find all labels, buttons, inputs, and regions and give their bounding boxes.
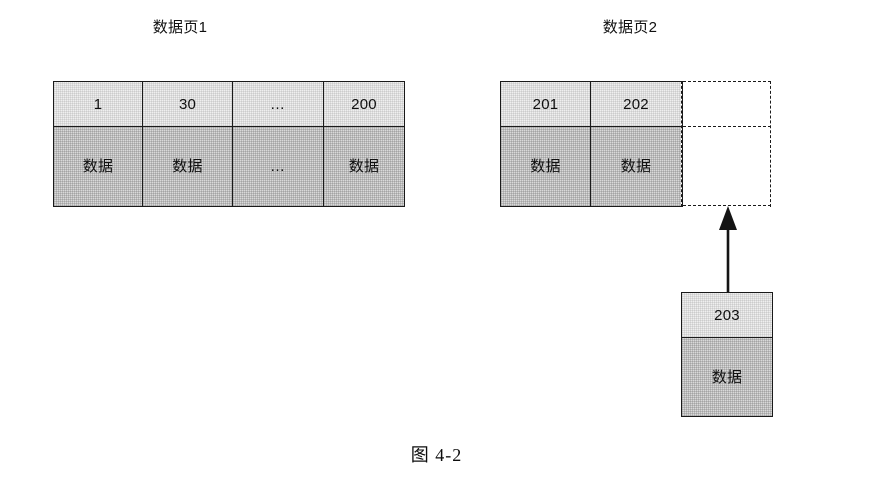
- incoming-row-box: 203 数据: [681, 292, 773, 417]
- free-space-bottom-edge: [683, 205, 771, 206]
- slot-id-cell: 202: [591, 82, 681, 127]
- free-space-left-edge: [681, 81, 683, 207]
- slot-column: 203 数据: [682, 293, 772, 416]
- incoming-row-data: 数据: [682, 338, 772, 416]
- figure-caption: 图 4-2: [410, 445, 463, 465]
- insert-arrow-icon: [719, 206, 737, 296]
- slot-data-cell: 数据: [54, 127, 142, 206]
- slot-column: 1 数据: [54, 82, 143, 206]
- slot-id-cell: 1: [54, 82, 142, 127]
- page-title-2: 数据页2: [602, 19, 658, 36]
- slot-id-ellipsis: …: [233, 82, 323, 127]
- slot-column-ellipsis: … …: [233, 82, 324, 206]
- slot-id-cell: 201: [501, 82, 590, 127]
- slot-column: 201 数据: [501, 82, 591, 206]
- slot-data-cell: 数据: [501, 127, 590, 206]
- slot-column: 202 数据: [591, 82, 681, 206]
- slot-column: 200 数据: [324, 82, 404, 206]
- slot-data-cell: 数据: [143, 127, 232, 206]
- slot-id-cell: 30: [143, 82, 232, 127]
- page-2-free-space: [681, 81, 771, 207]
- slot-data-ellipsis: …: [233, 127, 323, 206]
- free-space-right-edge: [770, 81, 771, 207]
- page-title-1: 数据页1: [152, 19, 208, 36]
- arrow-head: [719, 206, 737, 230]
- free-space-top-edge: [683, 81, 771, 82]
- free-space-middle-edge: [683, 126, 771, 127]
- slot-id-cell: 200: [324, 82, 404, 127]
- incoming-row-id: 203: [682, 293, 772, 338]
- data-page-1-table: 1 数据 30 数据 … … 200 数据: [53, 81, 405, 207]
- slot-column: 30 数据: [143, 82, 233, 206]
- data-page-2-table: 201 数据 202 数据: [500, 81, 683, 207]
- slot-data-cell: 数据: [591, 127, 681, 206]
- slot-data-cell: 数据: [324, 127, 404, 206]
